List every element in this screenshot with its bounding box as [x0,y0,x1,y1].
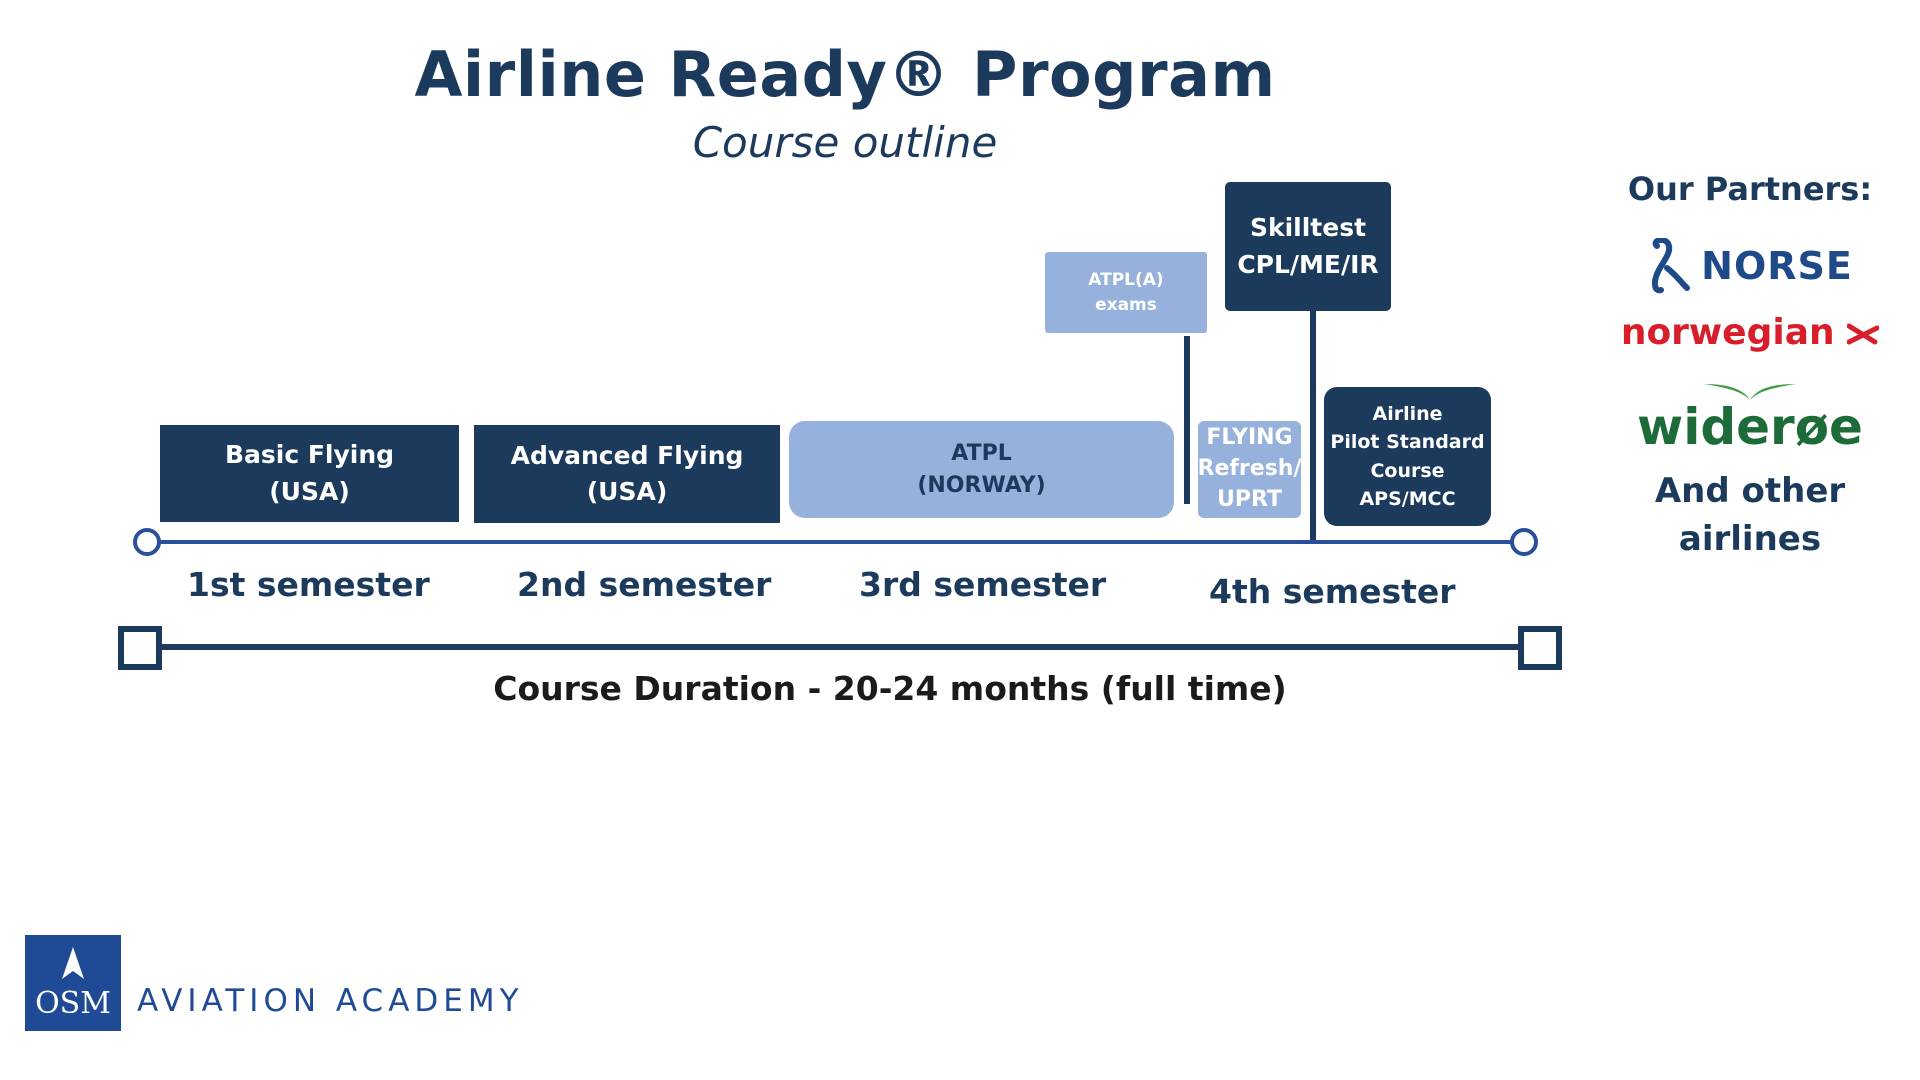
box-advanced-flying: Advanced Flying (USA) [474,425,780,523]
norwegian-wordmark: norwegian [1620,312,1835,353]
timeline-end-circle [1510,528,1538,556]
timeline-start-circle [133,528,161,556]
duration-end-square [1518,626,1562,670]
box-advanced-flying-label: Advanced Flying (USA) [510,440,744,506]
semester-label-2: 2nd semester [517,565,772,604]
box-atpl-norway: ATPL (NORWAY) [789,421,1174,518]
box-airline-pilot-standard-label: Airline Pilot Standard Course APS/MCC [1330,402,1485,511]
box-skilltest: Skilltest CPL/ME/IR [1225,182,1391,311]
atpl-exams-connector [1184,336,1190,504]
box-airline-pilot-standard: Airline Pilot Standard Course APS/MCC [1324,387,1491,526]
partner-norse: NORSE [1600,238,1900,294]
osm-logo: OSM [25,935,121,1031]
semester-label-4: 4th semester [1209,572,1456,611]
norse-logo-icon [1652,238,1691,294]
osm-plane-icon [62,947,84,979]
wideroe-bird-icon [1704,384,1796,400]
semester-label-1: 1st semester [187,565,430,604]
semester-label-3: 3rd semester [859,565,1107,604]
course-duration: Course Duration - 20-24 months (full tim… [493,669,1287,708]
page-subtitle: Course outline [692,118,998,167]
norwegian-logo-icon [1846,323,1880,345]
skilltest-connector [1310,311,1316,541]
box-atpl-exams-label: ATPL(A) exams [1088,269,1164,315]
partner-wideroe: widerøe [1600,380,1900,456]
box-basic-flying-label: Basic Flying (USA) [224,440,395,506]
partners-heading: Our Partners: [1627,170,1873,208]
norse-wordmark: NORSE [1701,244,1853,288]
partners-other: And other airlines [1654,471,1846,559]
partner-norwegian: norwegian [1600,312,1900,353]
box-flying-refresh: FLYING Refresh/ UPRT [1197,421,1302,518]
box-skilltest-label: Skilltest CPL/ME/IR [1237,213,1379,279]
box-atpl-norway-label: ATPL (NORWAY) [917,440,1046,498]
osm-logo-text: OSM [35,986,111,1021]
box-flying-refresh-label: FLYING Refresh/ UPRT [1197,425,1302,512]
box-atpl-exams: ATPL(A) exams [1045,252,1207,333]
duration-start-square [118,626,162,670]
wideroe-wordmark: widerøe [1637,398,1863,456]
aviation-academy-text: AVIATION ACADEMY [137,983,524,1019]
page-title: Airline Ready® Program [414,38,1276,111]
box-basic-flying: Basic Flying (USA) [160,425,459,522]
